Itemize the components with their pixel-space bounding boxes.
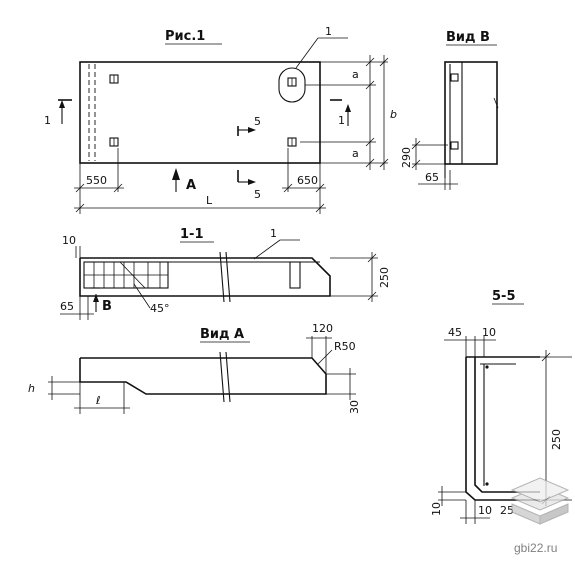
section-11-outline xyxy=(79,257,331,297)
dim-10-section: 10 xyxy=(62,234,76,247)
dim-45: 45 xyxy=(448,326,462,339)
dim-650: 650 xyxy=(297,174,318,187)
cut-1-left: 1 xyxy=(44,114,51,127)
dim-l-total: L xyxy=(206,194,213,207)
section-5-5: 5-5 45 10 250 10 10 25 xyxy=(430,289,572,524)
dim-l-small: ℓ xyxy=(95,394,101,407)
section-1-1: 1-1 1 10 65 B 45° xyxy=(60,227,391,320)
view-b-loop-top xyxy=(450,73,459,82)
plan-outline xyxy=(79,61,321,164)
dim-10-top-55: 10 xyxy=(482,326,496,339)
cut-1-right: 1 xyxy=(338,114,345,127)
dim-250-section: 250 xyxy=(378,267,391,288)
view-b-loop-bottom xyxy=(450,141,459,150)
view-a: Вид А 120 R50 h ℓ 30 xyxy=(28,322,361,414)
view-b-arrow-label: B xyxy=(102,299,112,314)
cut-5-top: 5 xyxy=(254,115,261,128)
section-11-title: 1-1 xyxy=(180,227,204,242)
dim-b: b xyxy=(390,108,397,121)
view-a-label: A xyxy=(186,178,196,193)
plan-view: Рис.1 1 a a b 1 xyxy=(44,25,397,214)
dim-10-left-55: 10 xyxy=(430,502,443,516)
watermark-logo-icon xyxy=(510,477,570,525)
dim-250-55: 250 xyxy=(550,429,563,450)
view-b-title: Вид В xyxy=(446,30,490,45)
watermark: gbi22.ru xyxy=(510,477,570,555)
dim-65-section: 65 xyxy=(60,300,74,313)
dim-10-bottom-55: 10 xyxy=(478,504,492,517)
cut-5-bottom: 5 xyxy=(254,188,261,201)
section-11-callout: 1 xyxy=(270,227,277,240)
view-b: Вид В 290 65 xyxy=(400,30,499,190)
radius-r50: R50 xyxy=(334,340,356,353)
break-line-1 xyxy=(219,251,225,303)
callout-leader xyxy=(295,37,319,69)
dim-a-top: a xyxy=(352,68,359,81)
watermark-text: gbi22.ru xyxy=(514,541,557,555)
section-55-outline-left xyxy=(465,357,540,501)
break-line-2 xyxy=(219,351,225,403)
view-a-title: Вид А xyxy=(200,327,244,342)
view-b-outline xyxy=(444,61,498,165)
dim-h: h xyxy=(28,382,35,395)
callout-1: 1 xyxy=(325,25,332,38)
angle-45: 45° xyxy=(150,302,170,315)
dim-25: 25 xyxy=(500,504,514,517)
dim-120: 120 xyxy=(312,322,333,335)
view-a-outline xyxy=(79,357,327,395)
dim-65-viewb: 65 xyxy=(425,171,439,184)
dim-290: 290 xyxy=(400,147,413,168)
fig-title: Рис.1 xyxy=(165,29,205,44)
dim-30: 30 xyxy=(348,400,361,414)
dim-550: 550 xyxy=(86,174,107,187)
dim-a-bottom: a xyxy=(352,147,359,160)
section-55-title: 5-5 xyxy=(492,289,516,304)
